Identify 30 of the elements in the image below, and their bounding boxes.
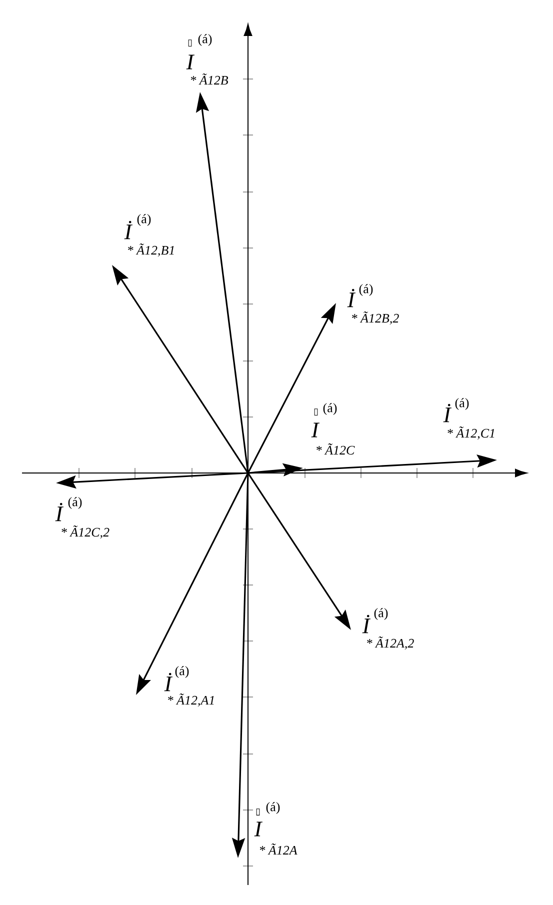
phasor-symbol: I [311,422,320,438]
superscript-label: (á) [455,398,469,410]
phasor-symbol: I [254,822,263,836]
subscript-label: * Ã12C,2 [62,525,110,539]
phasor-symbol: İ [362,614,371,634]
subscript-label: * Ã12,A1 [168,693,214,707]
subscript-label: * Ã12A [260,843,298,855]
superscript-label: (á) [359,284,373,296]
phasor-symbol: İ [164,672,173,692]
missing-glyph: ▯ [314,408,318,416]
superscript-label: (á) [266,802,280,814]
superscript-label: (á) [137,214,151,226]
phasor-symbol: I [186,54,195,70]
superscript-label: (á) [68,497,82,509]
subscript-label: * Ã12,B1 [128,243,174,257]
subscript-label: * Ã12B,2 [352,311,399,325]
superscript-label: (á) [198,34,212,46]
missing-glyph: ▯ [256,808,260,816]
phasor-symbol: İ [347,288,356,308]
missing-glyph: ▯ [188,40,192,46]
subscript-label: * Ã12C [316,443,355,455]
phasor-symbol: İ [124,220,133,240]
superscript-label: (á) [374,608,388,620]
superscript-label: (á) [323,403,337,415]
superscript-label: (á) [175,666,189,678]
phasor-symbol: İ [443,404,452,422]
subscript-label: * Ã12B [190,73,228,85]
subscript-label: * Ã12A,2 [367,636,414,650]
phasor-symbol: İ [55,502,64,522]
subscript-label: * Ã12,C1 [448,426,494,440]
